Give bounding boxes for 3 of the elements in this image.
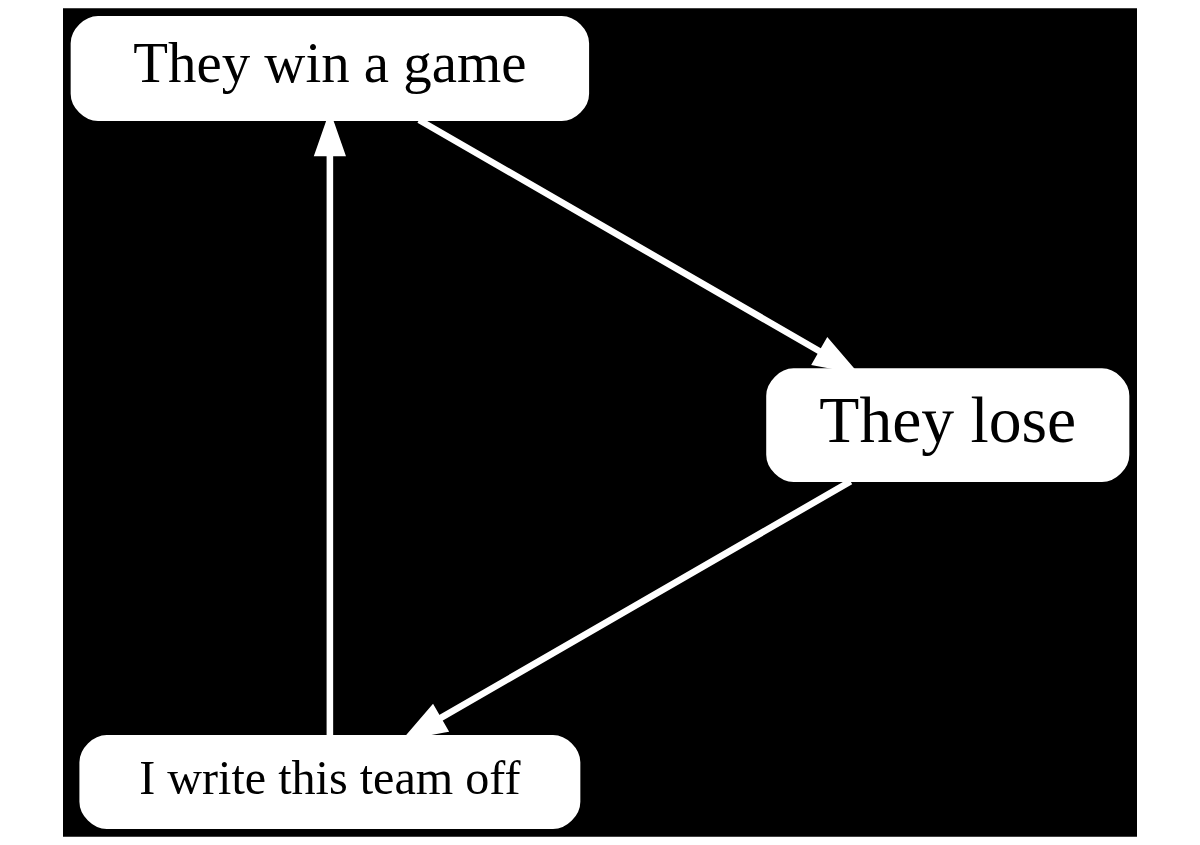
node-box: They win a game	[70, 16, 590, 121]
node-box: They lose	[766, 368, 1130, 483]
node-box: I write this team off	[79, 734, 581, 829]
